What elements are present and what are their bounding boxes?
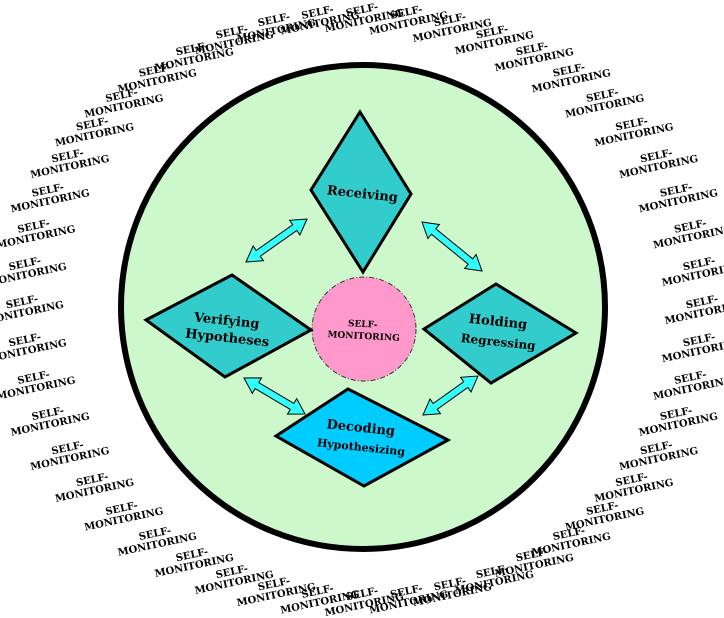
node-decoding: Decoding Hypothesizing [273,387,452,488]
ring-label: SELF-MONITORING [650,213,724,251]
ring-label: SELF-MONITORING [7,401,90,439]
ring-label: SELF-MONITORING [0,289,65,327]
svg-text:SELF- MONITORING: SELF- MONITORING [327,318,400,344]
decoding-diamond [273,387,452,488]
ring-label: SELF-MONITORING [0,213,76,251]
arrow-decoding-holding [422,375,479,416]
arrow-verifying-decoding [243,377,306,415]
arrows [243,218,483,416]
decoding-label-line-1: Decoding [326,417,396,439]
ring-label: SELF-MONITORING [27,435,110,473]
node-verifying: Verifying Hypotheses [143,273,314,379]
ring-label: SELF-MONITORING [662,289,724,327]
ring-label: SELF-MONITORING [650,364,724,402]
center-label-line-2: MONITORING [327,330,400,344]
ring-label: SELF-MONITORING [659,327,724,365]
verifying-label-line-1: Verifying [192,310,260,332]
ring-label: SELF-MONITORING [636,177,719,215]
ring-label: SELF-MONITORING [0,251,68,289]
ring-label: SELF-MONITORING [52,467,135,505]
node-receiving: Receiving [309,109,413,275]
center-node: SELF- MONITORING [311,276,417,382]
ring-label: SELF-MONITORING [7,177,90,215]
ring-label: SELF-MONITORING [616,143,699,181]
ring-label: SELF-MONITORING [616,435,699,473]
ring-label: SELF-MONITORING [27,143,110,181]
holding-label-line-1: Holding [468,312,528,333]
receiving-diamond [309,109,413,275]
node-holding: Holding Regressing [421,282,579,385]
ring-label: SELF-MONITORING [591,111,674,149]
ring-label: SELF-MONITORING [0,327,68,365]
ring-label: SELF-MONITORING [81,495,164,533]
verifying-diamond [143,273,314,379]
receiving-label: Receiving [326,183,398,205]
arrow-verifying-receiving [245,218,308,263]
ring-label: SELF-MONITORING [659,251,724,289]
holding-diamond [421,282,579,385]
svg-text:Receiving: Receiving [326,183,398,205]
ring-label: SELF-MONITORING [591,467,674,505]
ring-label: SELF-MONITORING [562,82,645,120]
ring-label: SELF-MONITORING [0,364,76,402]
ring-label: SELF-MONITORING [636,401,719,439]
center-label-line-1: SELF- [348,319,378,331]
arrow-receiving-holding [421,221,483,272]
